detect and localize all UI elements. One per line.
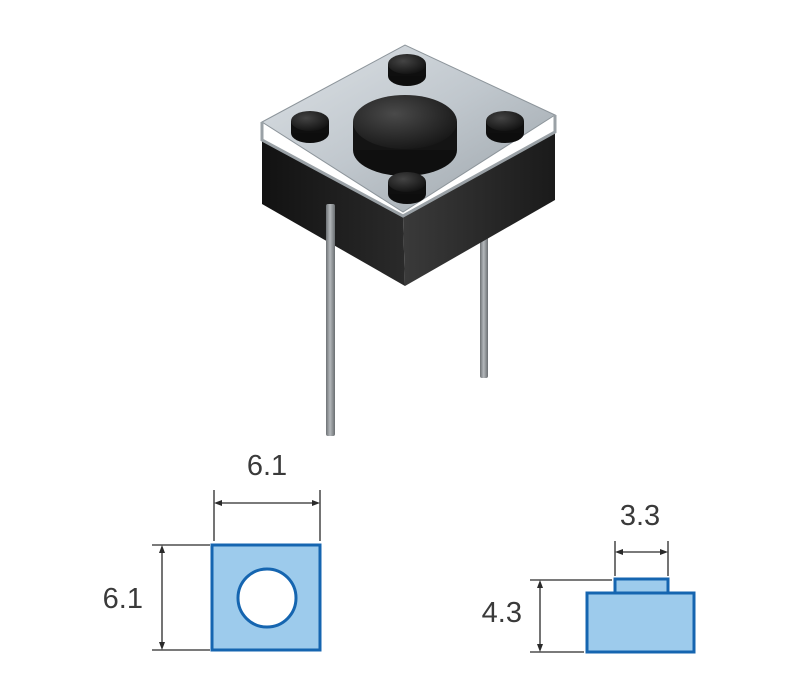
side-view-drawing: 3.3 4.3 [482,500,696,654]
top-view-width-label: 6.1 [247,450,287,482]
switch-leg-back [480,236,488,378]
switch-button-cap [353,95,457,149]
switch-nub-left [291,111,329,143]
side-view-actuator-width-label: 3.3 [620,500,660,532]
top-view-drawing: 6.1 6.1 [103,450,322,652]
tactile-switch-icon [260,44,557,436]
switch-body-right-face [403,132,555,286]
switch-leg-front [326,204,335,436]
switch-nub-top [388,54,426,86]
side-view-body [585,591,696,654]
side-view-height-label: 4.3 [482,597,522,629]
top-view-actuator [236,567,298,629]
switch-nub-bottom [388,172,426,204]
side-view-actuator [613,577,670,595]
top-view-height-label: 6.1 [103,583,143,615]
switch-nub-right [486,111,524,143]
